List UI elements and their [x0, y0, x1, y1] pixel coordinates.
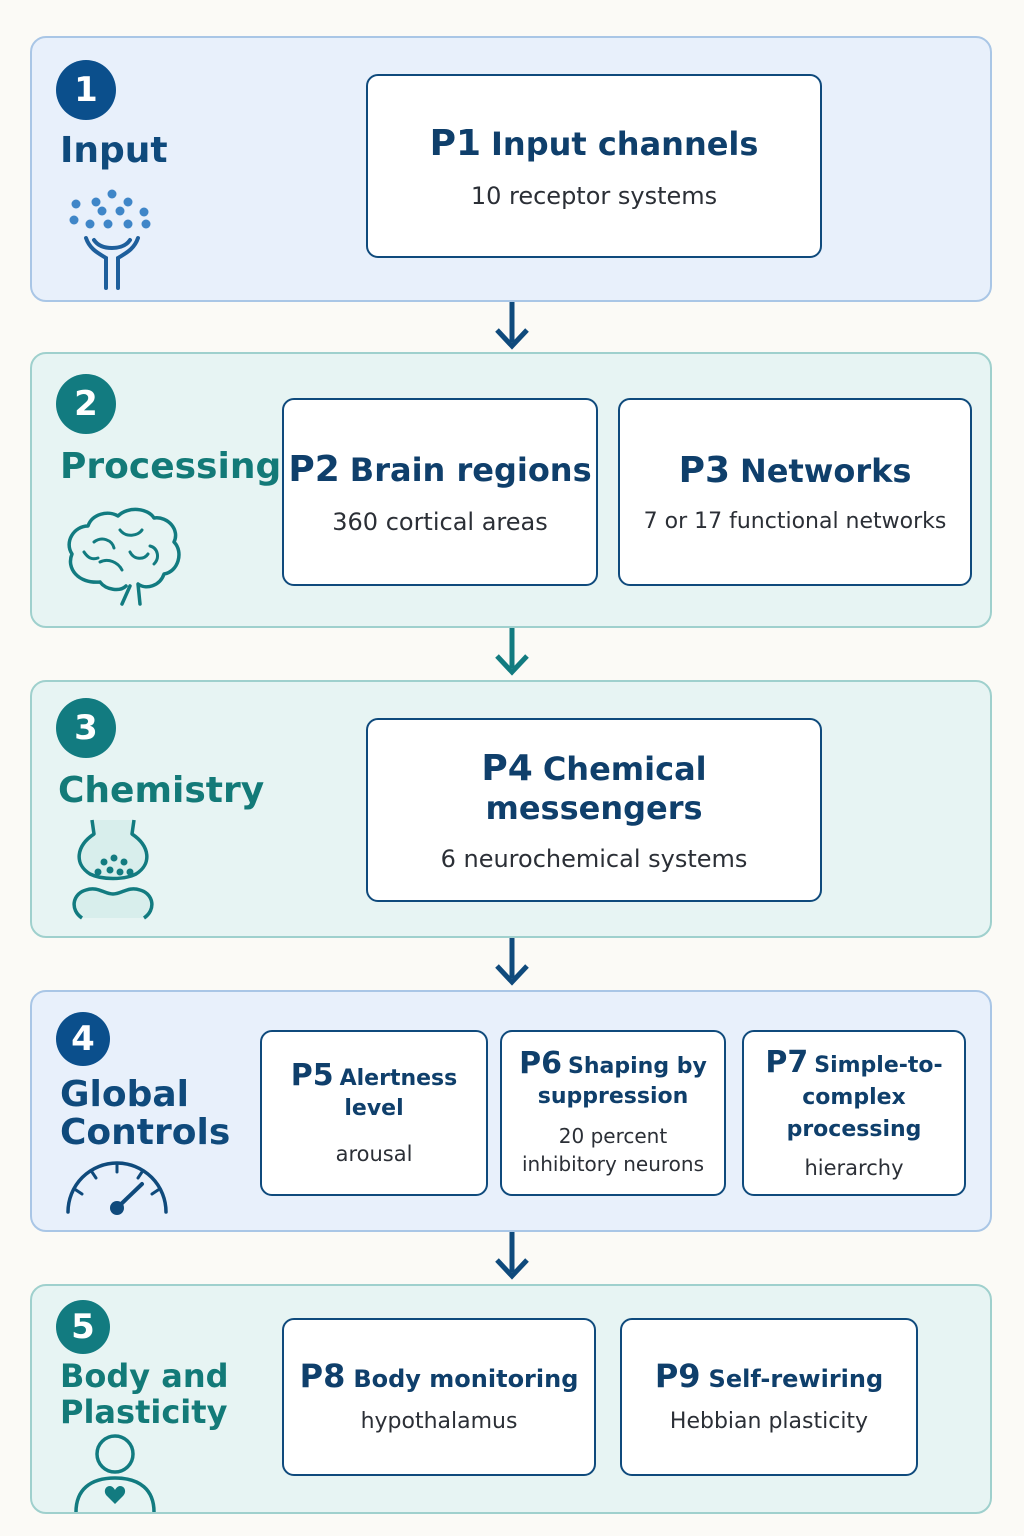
card-p5-name: Alertness level: [339, 1065, 458, 1121]
receptor-icon: [69, 189, 151, 290]
stage-3-title: Chemistry: [58, 770, 265, 811]
arrow-1-2: [495, 302, 529, 350]
card-p6-code: P6: [519, 1045, 563, 1081]
card-p9-name: Self-rewiring: [708, 1365, 884, 1393]
brain-icon: [67, 507, 181, 606]
stage-1-title: Input: [60, 130, 168, 171]
card-p1-code: P1: [429, 122, 481, 164]
card-p2-detail: 360 cortical areas: [332, 507, 548, 536]
card-p6-name: Shaping by suppression: [537, 1053, 707, 1109]
card-p7-name: Simple-to-complex processing: [786, 1052, 943, 1142]
stage-1-panel: 1 Input P1 Input channels 10 receptor sys…: [30, 36, 992, 302]
card-p3-detail: 7 or 17 functional networks: [643, 509, 947, 534]
card-p3-name: Networks: [740, 452, 912, 490]
card-p6-detail: 20 percent inhibitory neurons: [522, 1123, 704, 1176]
card-p2-name: Brain regions: [349, 450, 592, 489]
card-p8-code: P8: [299, 1357, 346, 1395]
card-p9-detail: Hebbian plasticity: [669, 1409, 869, 1434]
arrow-3-4: [495, 938, 529, 986]
card-p1[interactable]: P1 Input channels 10 receptor systems: [366, 74, 822, 258]
card-p5-detail: arousal: [335, 1141, 413, 1166]
card-p8-name: Body monitoring: [353, 1365, 579, 1393]
arrow-2-3: [495, 628, 529, 676]
card-p8-detail: hypothalamus: [360, 1409, 518, 1434]
stage-2-number: 2: [56, 374, 116, 434]
stage-4-title: Global Controls: [60, 1074, 231, 1153]
stage-1-number: 1: [56, 60, 116, 120]
card-p4-detail: 6 neurochemical systems: [440, 844, 748, 873]
body-heart-icon: [74, 1434, 156, 1512]
card-p7-code: P7: [765, 1044, 809, 1080]
card-p7-detail: hierarchy: [804, 1155, 904, 1180]
synapse-icon: [72, 819, 154, 920]
stage-2-title: Processing: [60, 446, 282, 487]
card-p2-code: P2: [288, 448, 340, 490]
card-p4-code: P4: [481, 747, 533, 789]
card-p1-detail: 10 receptor systems: [470, 181, 718, 210]
arrow-4-5: [495, 1232, 529, 1280]
card-p5-code: P5: [290, 1057, 334, 1093]
gauge-icon: [66, 1161, 168, 1215]
card-p4-name: Chemical messengers: [485, 749, 707, 827]
stage-5-title: Body and Plasticity: [60, 1357, 229, 1431]
stage-4-number: 4: [56, 1012, 110, 1066]
stage-3-number: 3: [56, 698, 116, 758]
card-p3[interactable]: P3 Networks 7 or 17 functional networks: [618, 398, 972, 586]
card-p9-code: P9: [654, 1357, 701, 1395]
stage-5-number: 5: [56, 1300, 110, 1354]
card-p3-code: P3: [678, 450, 730, 491]
card-p1-name: Input channels: [491, 124, 759, 163]
